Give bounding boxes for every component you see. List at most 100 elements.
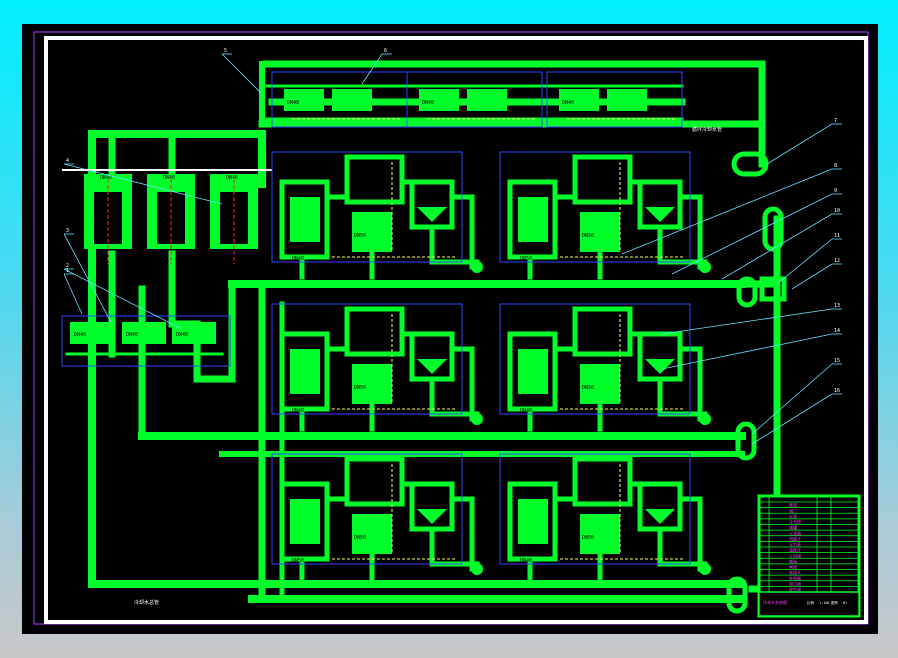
tank-header (88, 130, 266, 188)
leader-line (661, 333, 833, 370)
leader-line (791, 263, 833, 290)
unit-pump-tag: DN50 (354, 535, 366, 541)
title-row-text: 储罐 (789, 524, 797, 530)
unit-drop (299, 249, 375, 280)
leader-line (63, 163, 223, 205)
unit-filter-cone (645, 359, 675, 374)
top-return-line (258, 120, 766, 168)
unit-filter (637, 331, 683, 382)
callout-label: 5 (224, 48, 227, 54)
unit-filter-cone (645, 509, 675, 524)
unit-exchanger (572, 154, 633, 205)
pump-body (70, 322, 114, 344)
unit-tag: DN50 (520, 256, 532, 262)
title-row-text: 止回阀 (789, 552, 801, 558)
title-row-text: 补偿器 (789, 575, 801, 581)
tank-tag: DN40 (226, 175, 238, 181)
leader-line (221, 53, 263, 95)
title-row-text: 蝶阀 (789, 558, 797, 564)
leader-line (661, 308, 833, 335)
top-supply-line (263, 60, 766, 128)
unit-outlet (471, 563, 483, 575)
unit-exchanger (572, 306, 633, 357)
pump-tag: DN40 (176, 332, 188, 338)
unit-cooler-core (290, 349, 320, 394)
unit-outline (499, 453, 691, 565)
bottom-note: 冷却水总管 (134, 599, 159, 606)
unit-drop (299, 401, 375, 432)
unit-filter (409, 481, 455, 532)
leader-line (63, 273, 83, 315)
callout-label: 4 (66, 158, 69, 164)
unit-pump (580, 514, 620, 554)
callout-label: 16 (834, 388, 840, 394)
callout-label: 14 (834, 328, 840, 334)
leader-line (671, 193, 833, 275)
leader-line (751, 393, 833, 445)
unit-cooler-core (518, 349, 548, 394)
unit-filter-cone (645, 207, 675, 222)
leader-line (721, 213, 833, 280)
vessel-11 (759, 276, 787, 302)
unit-cooler-core (290, 197, 320, 242)
unit-pump (352, 212, 392, 252)
leader-line (361, 53, 383, 85)
unit-outline (499, 151, 691, 263)
title-row-text: 管道 (789, 502, 797, 508)
main-left-loop (88, 130, 746, 588)
title-row-text: 放空阀 (789, 586, 801, 592)
pump-block-outline (61, 315, 231, 367)
unit-exchanger (572, 456, 633, 507)
inner-frame (44, 36, 868, 624)
callout-label: 8 (834, 163, 837, 169)
module-outline (406, 71, 543, 128)
unit-pump-tag: DN50 (582, 385, 594, 391)
unit-pump (580, 212, 620, 252)
unit-pump-tag: DN50 (354, 385, 366, 391)
unit-pump-tag: DN50 (582, 233, 594, 239)
callout-label: 9 (834, 188, 837, 194)
unit-outline (271, 303, 463, 415)
unit-filter (637, 179, 683, 230)
unit-pump-tag: DN50 (582, 535, 594, 541)
title-row-text: 水泵 (789, 513, 797, 519)
unit-filter-cone (417, 509, 447, 524)
unit-outline (271, 151, 463, 263)
module-outline (546, 71, 683, 128)
unit-filter (409, 331, 455, 382)
callout-label: 10 (834, 208, 840, 214)
callout-label: 13 (834, 303, 840, 309)
unit-filter (637, 481, 683, 532)
unit-filter (409, 179, 455, 230)
vessel-15 (735, 421, 757, 461)
unit-outlet (471, 261, 483, 273)
callout-label: 3 (66, 228, 69, 234)
unit-outline (271, 453, 463, 565)
unit-pump (580, 364, 620, 404)
unit-tag: DN40 (292, 256, 304, 262)
unit-outline (499, 303, 691, 415)
callout-label: 12 (834, 258, 840, 264)
unit-cooler (279, 179, 330, 260)
pump-tag: DN40 (126, 332, 138, 338)
tank-tag: DN40 (100, 175, 112, 181)
module-valve (607, 89, 647, 111)
unit-cooler-core (290, 499, 320, 544)
leader-line (766, 123, 833, 165)
unit-pump (352, 514, 392, 554)
unit-drop (527, 401, 603, 432)
module-valve (559, 89, 599, 111)
unit-exchanger (344, 306, 405, 357)
unit-tag: DN40 (520, 408, 532, 414)
unit-cooler (279, 481, 330, 562)
leader-line (63, 268, 183, 330)
module-valve (419, 89, 459, 111)
unit-pump-tag: DN50 (354, 233, 366, 239)
unit-cooler-core (518, 197, 548, 242)
module-tag: DN40 (422, 100, 434, 106)
callout-label: 11 (834, 233, 840, 239)
vessel-10 (736, 276, 758, 308)
pump-body (172, 322, 216, 344)
